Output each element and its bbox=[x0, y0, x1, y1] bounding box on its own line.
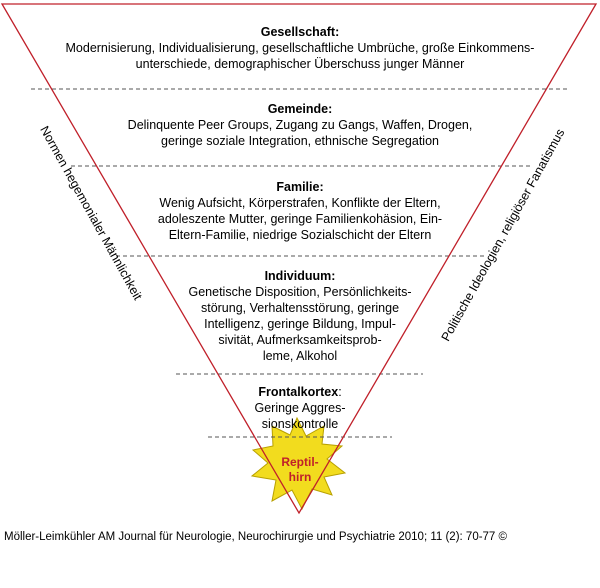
inverted-triangle-diagram bbox=[0, 3, 598, 515]
level-individual-line-1: Genetische Disposition, Persönlichkeits- bbox=[188, 285, 412, 299]
level-family-line-2: adoleszente Mutter, geringe Familienkohä… bbox=[157, 212, 443, 226]
level-frontal-cortex-line-2: sionskontrolle bbox=[261, 417, 339, 431]
level-frontal-cortex-line-1: Geringe Aggres- bbox=[254, 401, 346, 415]
citation-credit: Möller-Leimkühler AM Journal für Neurolo… bbox=[4, 531, 508, 543]
core-line-2: hirn bbox=[288, 470, 312, 484]
level-community-line-1: Delinquente Peer Groups, Zugang zu Gangs… bbox=[127, 118, 473, 132]
level-individual-line-2: störung, Verhaltensstörung, geringe bbox=[200, 301, 400, 315]
level-society-heading: Gesellschaft: bbox=[260, 25, 340, 39]
level-society: Gesellschaft: Modernisierung, Individual… bbox=[40, 24, 560, 72]
level-frontal-cortex: Frontalkortex: Geringe Aggres- sionskont… bbox=[200, 384, 400, 432]
level-family-heading: Familie: bbox=[276, 180, 324, 194]
inverted-triangle bbox=[0, 3, 598, 515]
level-community-heading: Gemeinde: bbox=[267, 102, 333, 116]
level-frontal-cortex-heading: Frontalkortex bbox=[258, 385, 339, 399]
level-family-line-1: Wenig Aufsicht, Körperstrafen, Konflikte… bbox=[159, 196, 441, 210]
level-community-line-2: geringe soziale Integration, ethnische S… bbox=[161, 134, 439, 148]
level-individual-line-5: leme, Alkohol bbox=[262, 349, 338, 363]
level-individual-heading: Individuum: bbox=[264, 269, 336, 283]
level-society-line-1: Modernisierung, Individualisierung, gese… bbox=[65, 41, 535, 55]
level-family-line-3: Eltern-Familie, niedrige Sozialschicht d… bbox=[168, 228, 432, 242]
level-individual: Individuum: Genetische Disposition, Pers… bbox=[150, 268, 450, 364]
level-family: Familie: Wenig Aufsicht, Körperstrafen, … bbox=[120, 179, 480, 243]
level-frontal-cortex-colon: : bbox=[338, 385, 342, 399]
level-society-line-2: unterschiede, demographischer Überschuss… bbox=[135, 57, 465, 71]
core-line-1: Reptil- bbox=[281, 455, 319, 469]
core-reptile-brain: Reptil- hirn bbox=[260, 455, 340, 485]
level-individual-line-3: Intelligenz, geringe Bildung, Impul- bbox=[204, 317, 396, 331]
level-community: Gemeinde: Delinquente Peer Groups, Zugan… bbox=[80, 101, 520, 149]
level-individual-line-4: sivität, Aufmerksamkeitsprob- bbox=[218, 333, 382, 347]
